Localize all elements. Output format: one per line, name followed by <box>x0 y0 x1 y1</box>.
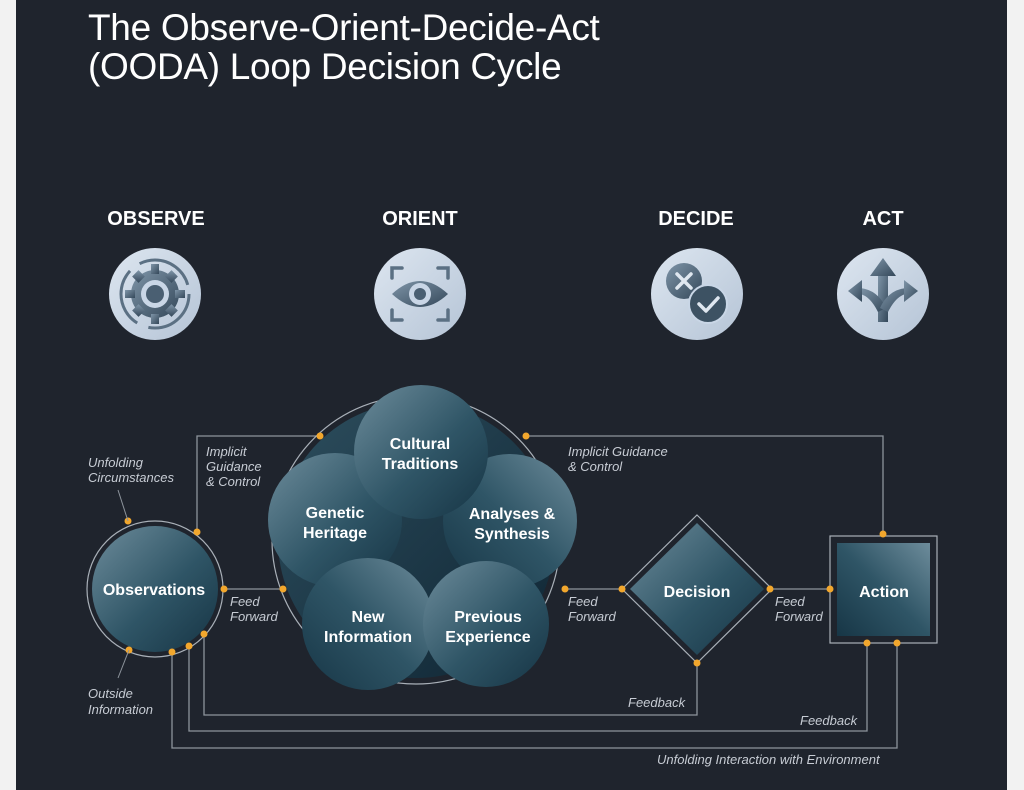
page-title: The Observe-Orient-Decide-Act (OODA) Loo… <box>88 8 600 86</box>
feedback-decision-label: Feedback <box>628 695 687 710</box>
implicit-left-line3: & Control <box>206 474 261 489</box>
eye-focus-icon <box>374 248 466 340</box>
action-label: Action <box>859 584 909 601</box>
new-info-label-line1: New <box>352 609 385 626</box>
phase-label-decide: DECIDE <box>658 208 734 230</box>
implicit-left-line2: Guidance <box>206 459 262 474</box>
feed-forward-1-line1: Feed <box>230 594 260 609</box>
connector-lines <box>171 435 898 749</box>
action-node: Action <box>829 535 938 644</box>
previous-experience-node: Previous Experience <box>423 561 549 687</box>
implicit-right-line1: Implicit Guidance <box>568 444 668 459</box>
unfolding-circumstances-line1: Unfolding <box>88 455 144 470</box>
previous-label-line1: Previous <box>454 609 522 626</box>
observations-label: Observations <box>103 582 205 599</box>
genetic-label-line2: Heritage <box>303 525 367 542</box>
implicit-left-line1: Implicit <box>206 444 248 459</box>
analyses-label-line2: Synthesis <box>474 526 550 543</box>
new-info-label-line2: Information <box>324 629 412 646</box>
phase-label-orient: ORIENT <box>382 208 458 230</box>
previous-label-line2: Experience <box>445 629 530 646</box>
genetic-label-line1: Genetic <box>306 505 365 522</box>
unfolding-interaction-label: Unfolding Interaction with Environment <box>657 752 881 767</box>
feed-forward-1-line2: Forward <box>230 609 278 624</box>
feed-forward-2-line1: Feed <box>568 594 598 609</box>
feed-forward-3-line2: Forward <box>775 609 823 624</box>
connector-dots <box>124 432 901 667</box>
split-arrows-icon <box>837 248 929 340</box>
title-line-1: The Observe-Orient-Decide-Act <box>88 7 600 48</box>
decision-node: Decision <box>621 514 773 664</box>
decision-label: Decision <box>664 584 731 601</box>
cultural-label-line2: Traditions <box>382 456 459 473</box>
x-check-icon <box>651 248 743 340</box>
new-information-node: New Information <box>302 558 434 690</box>
phase-label-observe: OBSERVE <box>107 208 205 230</box>
cultural-label-line1: Cultural <box>390 436 450 453</box>
phase-label-act: ACT <box>862 208 904 230</box>
gear-eye-icon <box>109 248 201 340</box>
outside-information-line2: Information <box>88 702 153 717</box>
outside-information-line1: Outside <box>88 686 133 701</box>
cultural-traditions-node: Cultural Traditions <box>354 385 488 519</box>
orient-cluster: Genetic Heritage Analyses & Synthesis Ne… <box>268 385 577 690</box>
unfolding-circumstances-line2: Circumstances <box>88 470 174 485</box>
title-line-2: (OODA) Loop Decision Cycle <box>88 46 562 87</box>
implicit-right-line2: & Control <box>568 459 623 474</box>
feed-forward-3-line1: Feed <box>775 594 805 609</box>
analyses-label-line1: Analyses & <box>469 506 556 523</box>
feedback-action-label: Feedback <box>800 713 859 728</box>
annotations: Unfolding Circumstances Implicit Guidanc… <box>88 444 881 767</box>
feed-forward-2-line2: Forward <box>568 609 616 624</box>
